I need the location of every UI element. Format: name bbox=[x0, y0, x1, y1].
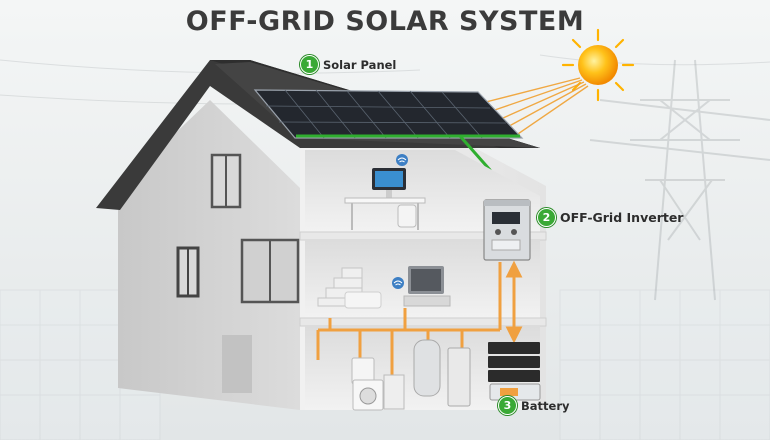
background-solar-panels-right bbox=[559, 289, 770, 440]
upper-room bbox=[305, 150, 540, 232]
television bbox=[403, 266, 451, 307]
solar-panel bbox=[253, 89, 524, 139]
refrigerator bbox=[447, 347, 471, 407]
side-window-large bbox=[240, 238, 300, 304]
side-door bbox=[222, 335, 252, 393]
number-badge: 3 bbox=[498, 396, 517, 415]
water-tank bbox=[413, 339, 441, 397]
desk-with-computer bbox=[344, 168, 426, 230]
boiler bbox=[383, 374, 405, 410]
house-side-wall bbox=[118, 100, 300, 410]
off-grid-inverter bbox=[483, 199, 531, 261]
sun-rays bbox=[477, 77, 589, 139]
page-title: OFF-GRID SOLAR SYSTEM bbox=[185, 6, 585, 37]
callout-label: Battery bbox=[521, 398, 570, 413]
number-badge: 2 bbox=[537, 208, 556, 227]
callout-label: OFF-Grid Inverter bbox=[560, 210, 684, 225]
callout-solar-panel: 1 Solar Panel bbox=[300, 55, 396, 74]
sofa bbox=[344, 291, 382, 309]
washing-machine bbox=[352, 379, 384, 411]
callout-battery: 3 Battery bbox=[498, 396, 570, 415]
ac-wiring bbox=[316, 262, 502, 380]
callout-off-grid-inverter: 2 OFF-Grid Inverter bbox=[537, 208, 683, 227]
wifi-icon bbox=[396, 154, 408, 166]
battery-bank bbox=[488, 342, 541, 401]
wifi-icon bbox=[392, 277, 404, 289]
callout-label: Solar Panel bbox=[323, 57, 397, 72]
side-window-upper bbox=[210, 153, 242, 209]
battery-flow-arrow bbox=[505, 260, 523, 344]
staircase bbox=[317, 267, 363, 307]
side-window-lower bbox=[176, 246, 200, 298]
power-tower-icon bbox=[589, 59, 770, 301]
number-badge: 1 bbox=[300, 55, 319, 74]
middle-floor-slab bbox=[299, 317, 547, 327]
sun-icon bbox=[561, 28, 635, 102]
